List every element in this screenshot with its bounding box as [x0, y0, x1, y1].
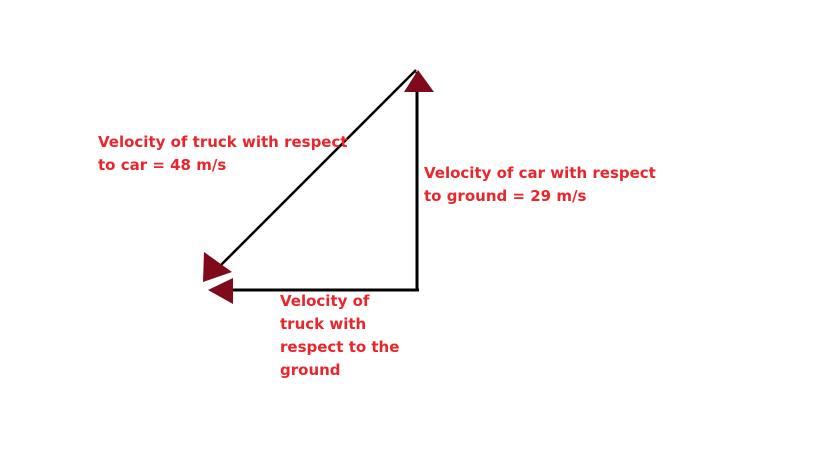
label-line: ground — [280, 361, 341, 379]
label-line: Velocity of — [280, 292, 370, 310]
label-truck-wrt-ground: Velocity of truck with respect to the gr… — [280, 290, 399, 382]
truck-car-arrowhead — [203, 252, 232, 282]
label-line: truck with — [280, 315, 367, 333]
label-line: to car = 48 m/s — [98, 156, 227, 174]
truck-ground-arrowhead — [208, 278, 233, 304]
label-car-wrt-ground: Velocity of car with respect to ground =… — [424, 162, 656, 208]
label-line: respect to the — [280, 338, 400, 356]
car-velocity-arrowhead — [404, 70, 434, 92]
label-line: Velocity of truck with respect — [98, 133, 348, 151]
label-line: to ground = 29 m/s — [424, 187, 587, 205]
label-line: Velocity of car with respect — [424, 164, 656, 182]
label-truck-wrt-car: Velocity of truck with respect to car = … — [98, 131, 348, 177]
truck-car-line — [217, 69, 417, 269]
